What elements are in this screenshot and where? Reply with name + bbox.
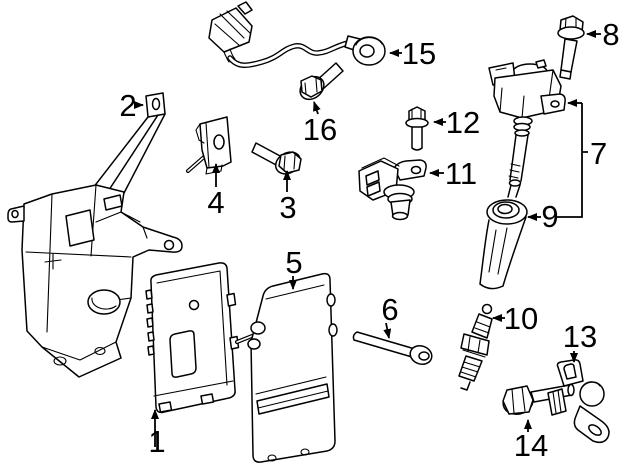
callout-7: 7 (557, 99, 607, 218)
callout-label-13[interactable]: 13 (563, 319, 597, 354)
callout-label-10[interactable]: 10 (504, 301, 538, 336)
callout-label-14[interactable]: 14 (514, 428, 548, 463)
callout-3: 3 (279, 170, 297, 225)
callout-2: 2 (119, 88, 144, 123)
spark-plug-drawing (458, 303, 493, 391)
callout-14: 14 (514, 419, 548, 463)
callout-16: 16 (303, 101, 337, 147)
callout-label-12[interactable]: 12 (446, 105, 480, 140)
callout-13: 13 (563, 319, 597, 363)
callout-label-7[interactable]: 7 (590, 136, 607, 171)
callout-12: 12 (433, 105, 480, 140)
callout-label-5[interactable]: 5 (285, 245, 302, 280)
crankshaft-sensor-drawing (547, 359, 610, 444)
callout-bracket-7 (557, 103, 588, 218)
callout-10: 10 (492, 301, 538, 336)
callout-label-8[interactable]: 8 (602, 17, 619, 52)
small-bracket-drawing (186, 116, 232, 175)
engine-control-module-drawing (145, 262, 240, 414)
callout-label-1[interactable]: 1 (148, 424, 165, 459)
callout-arrow-16 (313, 101, 321, 115)
callout-label-16[interactable]: 16 (303, 112, 337, 147)
module-cover-drawing (235, 272, 338, 463)
callout-label-11[interactable]: 11 (445, 156, 477, 191)
callout-arrow-6 (383, 322, 392, 339)
callout-label-4[interactable]: 4 (207, 185, 224, 220)
flange-bolt-drawing (251, 142, 302, 175)
sensor-bolt-drawing-12 (405, 106, 429, 151)
callout-label-6[interactable]: 6 (381, 292, 398, 327)
mounting-bracket-drawing (7, 92, 183, 378)
callout-11: 11 (429, 156, 477, 191)
callout-4: 4 (207, 163, 225, 220)
callout-6: 6 (381, 292, 399, 339)
callout-5: 5 (285, 245, 303, 290)
camshaft-sensor-drawing (358, 157, 427, 221)
callout-15: 15 (389, 36, 436, 71)
callout-label-3[interactable]: 3 (279, 190, 296, 225)
callout-label-9[interactable]: 9 (541, 199, 558, 234)
long-bolt-drawing (352, 331, 433, 366)
callout-label-15[interactable]: 15 (402, 36, 436, 71)
ignition-coil-drawing (488, 59, 566, 198)
callout-1: 1 (148, 409, 166, 459)
callout-9: 9 (527, 199, 559, 234)
knock-sensor-harness-drawing (208, 1, 386, 68)
callout-8: 8 (586, 17, 620, 52)
coil-bolt-drawing (557, 15, 585, 80)
knock-sensor-bolt-drawing (299, 62, 344, 101)
coil-boot-drawing (479, 199, 528, 290)
callout-label-2[interactable]: 2 (119, 88, 136, 123)
